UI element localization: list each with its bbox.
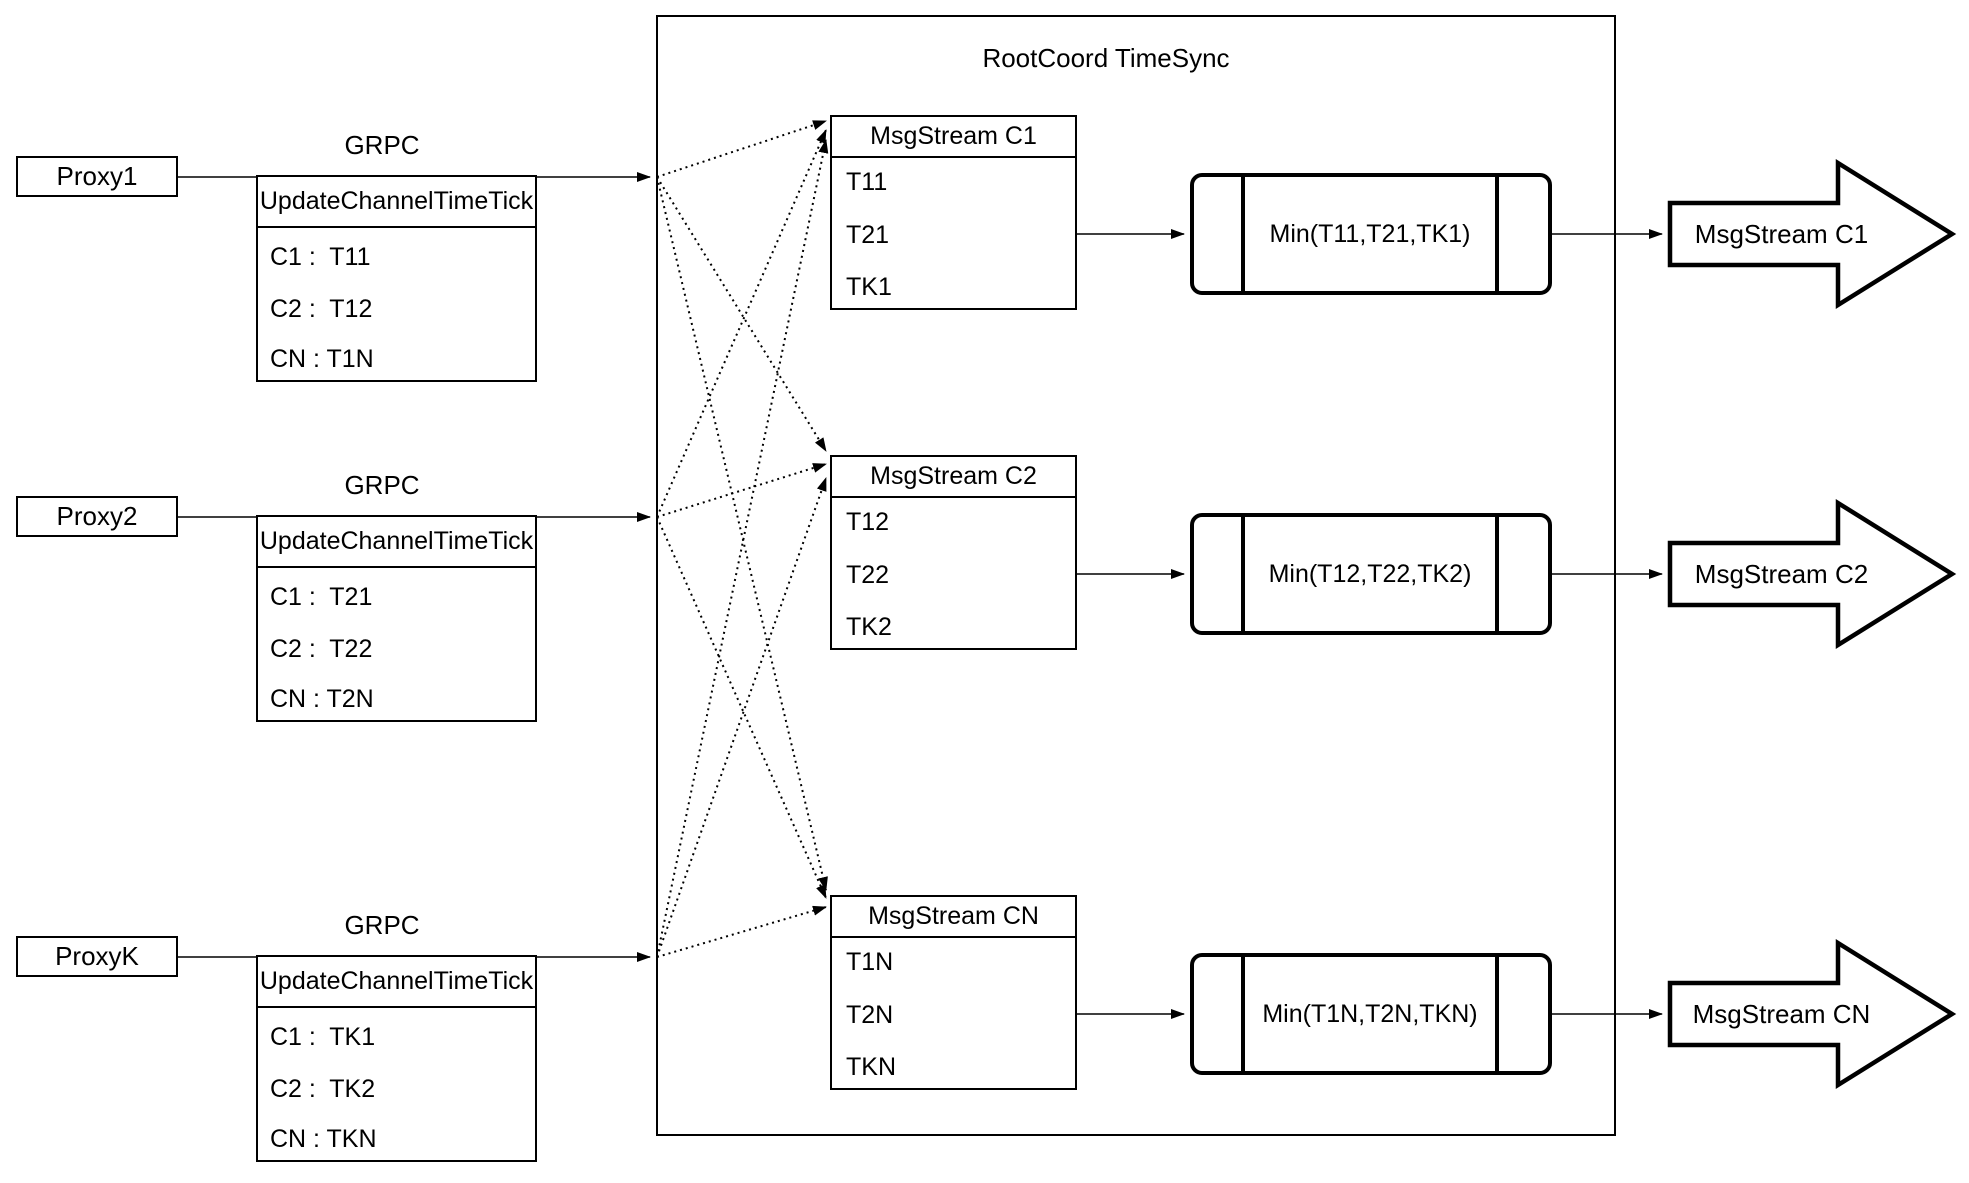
min-left-bar <box>1241 517 1245 631</box>
msgstream-item: T21 <box>846 221 890 249</box>
rootcoord-timesync-container <box>656 15 1616 1136</box>
msgstream-item: T22 <box>846 561 890 589</box>
msgstream-item: T12 <box>846 508 890 536</box>
timetick-fanout-connector <box>656 516 827 899</box>
min-right-bar <box>1495 957 1499 1071</box>
table-header: UpdateChannelTimeTick <box>258 177 535 228</box>
update-channel-timetick-table: UpdateChannelTimeTick C1 : TK1 C2 : TK2 … <box>256 955 537 1162</box>
rootcoord-timesync-title: RootCoord TimeSync <box>982 43 1230 73</box>
update-channel-timetick-table: UpdateChannelTimeTick C1 : T11 C2 : T12 … <box>256 175 537 382</box>
timetick-fanout-connector <box>656 176 828 891</box>
table-cell: C2 : T12 <box>270 295 373 323</box>
proxy-box: Proxy2 <box>16 496 178 537</box>
msgstream-box: MsgStream C1 T11 T21 TK1 <box>830 115 1077 310</box>
output-arrow-shape <box>1667 498 1957 650</box>
timetick-fanout-connector <box>656 477 827 958</box>
msgstream-item: TKN <box>846 1053 896 1081</box>
update-channel-timetick-table: UpdateChannelTimeTick C1 : T21 C2 : T22 … <box>256 515 537 722</box>
min-box: Min(T1N,T2N,TKN) <box>1190 953 1552 1075</box>
min-label: Min(T11,T21,TK1) <box>1269 219 1471 248</box>
table-cell: C1 : T21 <box>270 583 373 611</box>
output-arrow-label: MsgStream C2 <box>1694 559 1869 589</box>
output-arrow-label: MsgStream CN <box>1692 999 1871 1029</box>
msgstream-item: TK1 <box>846 273 892 301</box>
table-cell: C1 : TK1 <box>270 1023 376 1051</box>
timetick-fanout-connector <box>656 176 827 452</box>
msgstream-item: T2N <box>846 1001 894 1029</box>
timetick-fanout-connector <box>656 463 827 518</box>
msgstream-item: T11 <box>846 168 888 196</box>
min-label: Min(T12,T22,TK2) <box>1268 559 1472 588</box>
msgstream-item: T1N <box>846 948 894 976</box>
min-label: Min(T1N,T2N,TKN) <box>1262 999 1478 1028</box>
output-arrow-shape <box>1667 938 1957 1090</box>
min-right-bar <box>1495 177 1499 291</box>
timetick-fanout-connector <box>656 905 827 958</box>
msgstream-item: TK2 <box>846 613 892 641</box>
table-cell: CN : TKN <box>270 1125 377 1153</box>
min-left-bar <box>1241 177 1245 291</box>
output-arrow-label: MsgStream C1 <box>1694 219 1869 249</box>
table-header: UpdateChannelTimeTick <box>258 517 535 568</box>
msgstream-box-header: MsgStream C2 <box>832 457 1075 498</box>
grpc-label: GRPC <box>344 130 420 160</box>
grpc-label: GRPC <box>344 470 420 500</box>
timetick-fanout-connector <box>656 120 827 178</box>
min-box: Min(T11,T21,TK1) <box>1190 173 1552 295</box>
min-box: Min(T12,T22,TK2) <box>1190 513 1552 635</box>
table-cell: C1 : T11 <box>270 243 371 271</box>
timetick-fanout-connector <box>656 129 827 518</box>
proxy-box: ProxyK <box>16 936 178 977</box>
proxy-box: Proxy1 <box>16 156 178 197</box>
msgstream-box-header: MsgStream C1 <box>832 117 1075 158</box>
output-arrow-shape <box>1667 158 1957 310</box>
min-left-bar <box>1241 957 1245 1071</box>
msgstream-box: MsgStream CN T1N T2N TKN <box>830 895 1077 1090</box>
table-cell: C2 : T22 <box>270 635 373 663</box>
table-cell: C2 : TK2 <box>270 1075 376 1103</box>
min-right-bar <box>1495 517 1499 631</box>
timetick-fanout-connector <box>656 139 829 958</box>
table-header: UpdateChannelTimeTick <box>258 957 535 1008</box>
table-cell: CN : T2N <box>270 685 374 713</box>
msgstream-box: MsgStream C2 T12 T22 TK2 <box>830 455 1077 650</box>
msgstream-box-header: MsgStream CN <box>832 897 1075 938</box>
grpc-label: GRPC <box>344 910 420 940</box>
table-cell: CN : T1N <box>270 345 374 373</box>
